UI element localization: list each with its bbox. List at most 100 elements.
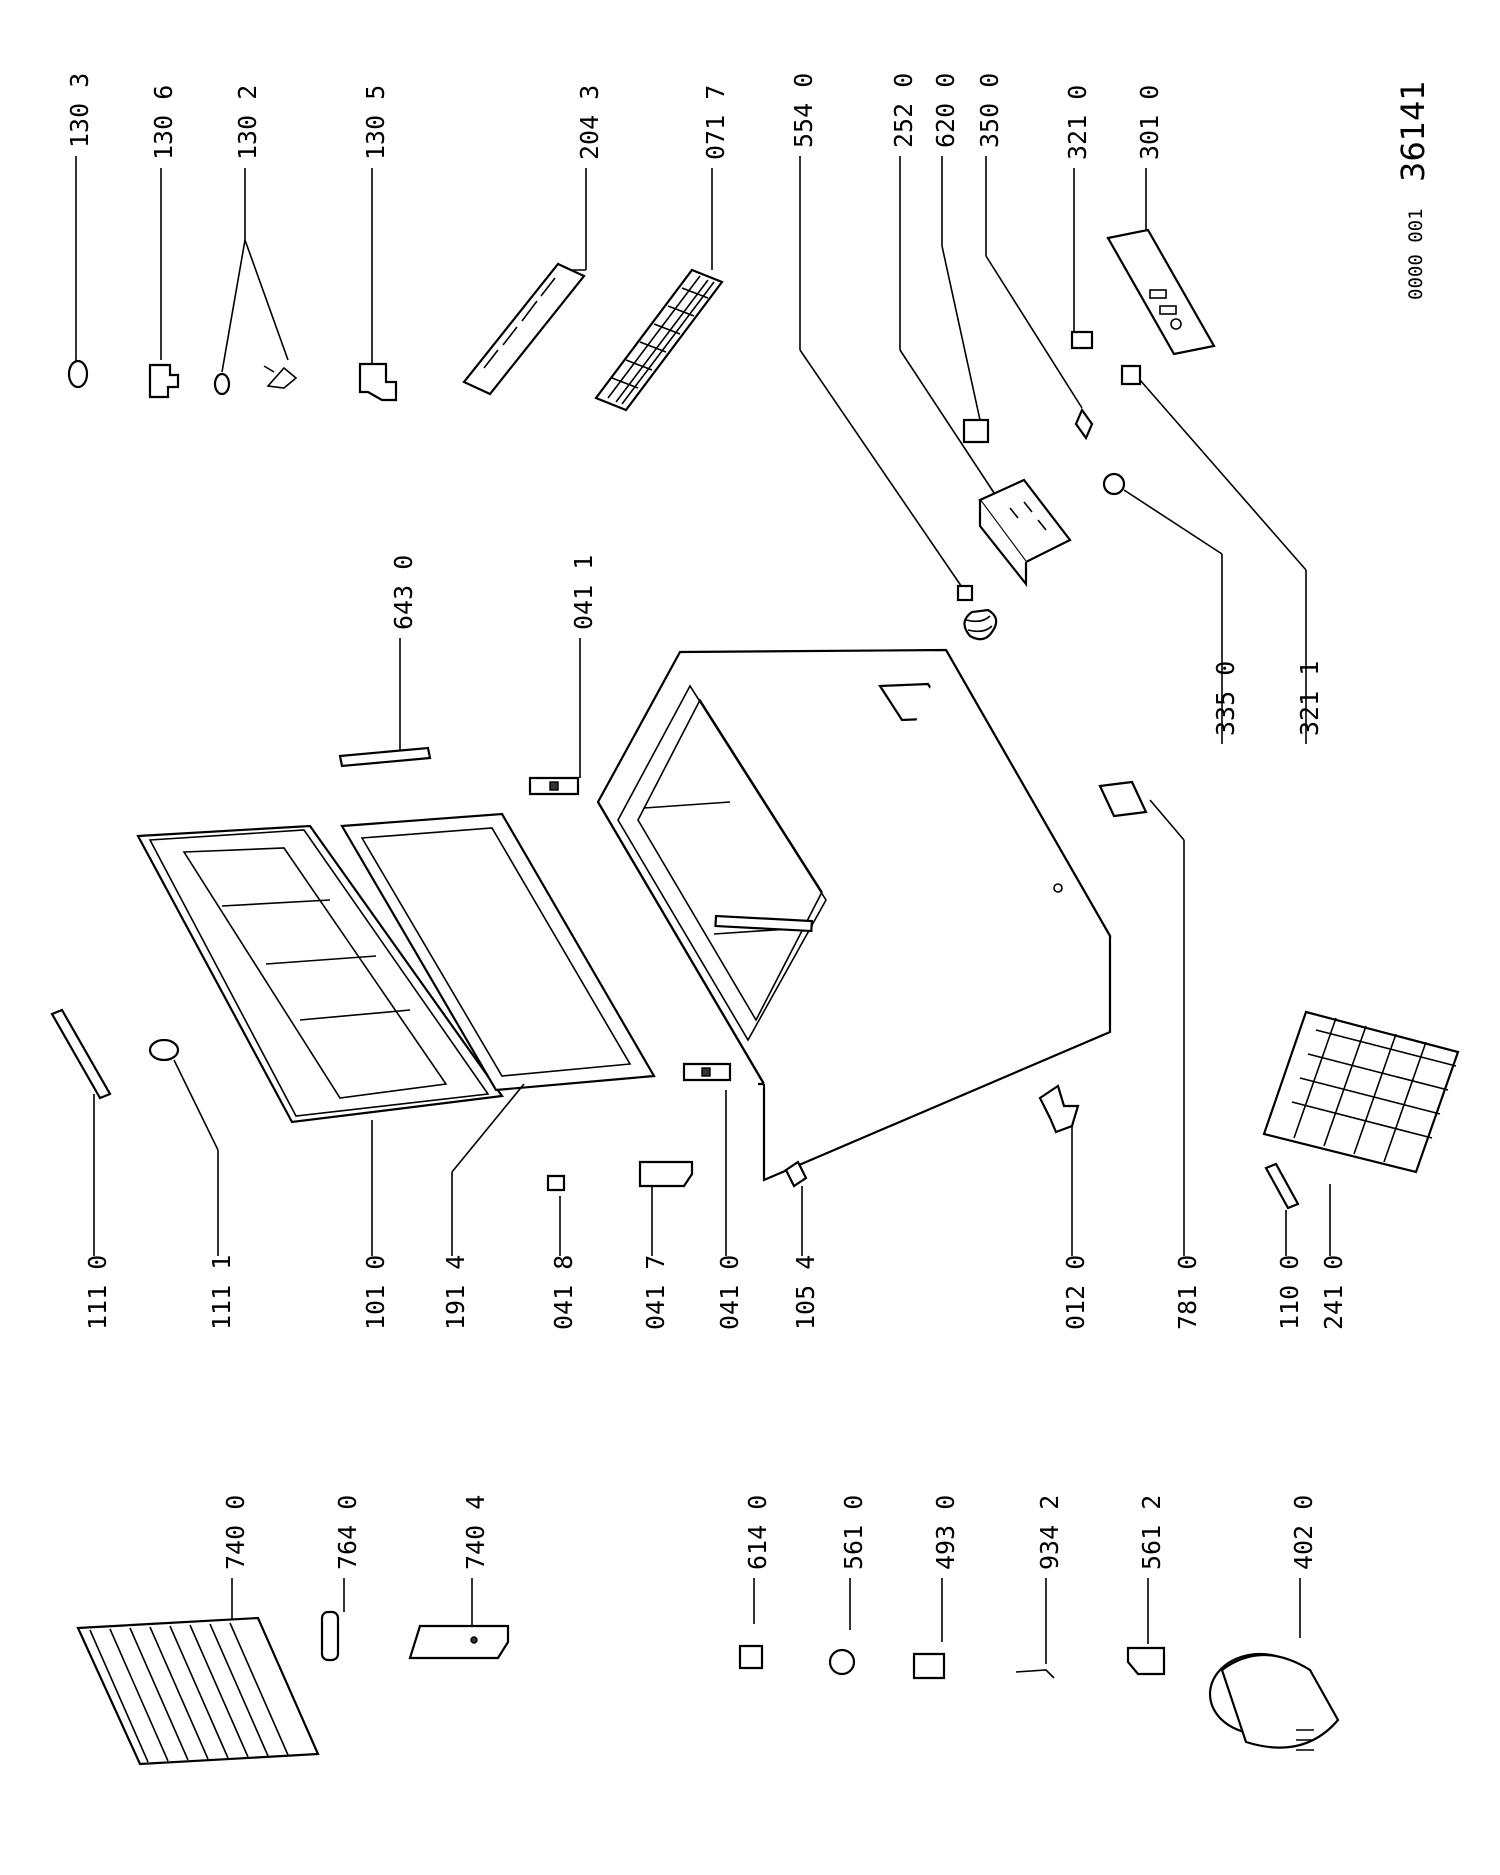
leader-line — [985, 255, 1083, 409]
lock-part-icon — [784, 1160, 808, 1188]
label-130-2: 130 2 — [233, 85, 262, 160]
leader-line — [173, 1059, 219, 1151]
lamp-part-icon — [1074, 407, 1094, 441]
label-554-0: 554 0 — [789, 73, 818, 148]
relay-box-side — [978, 500, 1028, 588]
part-204-3: 204 3 — [462, 85, 604, 396]
control-panel-button — [1159, 305, 1177, 315]
switch-cover-part-icon — [1120, 364, 1142, 386]
label-764-0: 764 0 — [333, 1495, 362, 1570]
leader-line — [899, 349, 1005, 509]
part-321-1: 321 1 — [1120, 364, 1324, 744]
part-740-4: 740 4 — [408, 1495, 510, 1660]
gasket-assembly — [340, 812, 656, 1092]
leader-line — [1149, 799, 1185, 841]
basket-handle-part-icon — [1264, 1162, 1300, 1210]
part-130-2: 130 2 — [213, 85, 298, 396]
coil-spring-part-icon — [963, 608, 998, 641]
compressor-pipes — [1296, 1729, 1314, 1751]
label-241-0: 241 0 — [1319, 1255, 1348, 1330]
screw-part-icon — [213, 372, 231, 396]
coil-spring-turns — [965, 615, 993, 633]
label-614-0: 614 0 — [743, 1495, 772, 1570]
part-301-0: 301 0 — [1106, 85, 1216, 356]
handle-strip-part-icon — [338, 746, 432, 768]
leader-line — [941, 245, 981, 421]
label-041-0: 041 0 — [715, 1255, 744, 1330]
cabinet-opening-inner — [637, 698, 823, 1022]
part-191-4: 191 4 — [441, 1083, 525, 1330]
label-934-2: 934 2 — [1035, 1495, 1064, 1570]
part-012-0: 012 0 — [1038, 1084, 1090, 1330]
label-252-0: 252 0 — [889, 73, 918, 148]
label-101-0: 101 0 — [361, 1255, 390, 1330]
cabinet-screw-hole — [1053, 883, 1063, 893]
part-614-0: 614 0 — [738, 1495, 772, 1670]
spring-part-icon — [263, 365, 298, 389]
label-071-7: 071 7 — [701, 85, 730, 160]
hinge-pin-part-icon — [546, 1174, 566, 1192]
condenser-coil-tubes — [89, 1622, 289, 1763]
hinge-part-icon — [148, 363, 180, 399]
label-301-0: 301 0 — [1135, 85, 1164, 160]
part-111-1: 111 1 — [148, 1038, 236, 1330]
thermostat-bracket-part-icon — [1126, 1646, 1166, 1676]
terminal-block-part-icon — [912, 1652, 946, 1680]
label-493-0: 493 0 — [931, 1495, 960, 1570]
wire-basket-wires — [1291, 1029, 1457, 1139]
part-335-0: 335 0 — [1102, 472, 1240, 744]
thermal-protector-part-icon — [962, 418, 990, 444]
part-350-0: 350 0 — [975, 73, 1094, 441]
label-105-4: 105 4 — [791, 1255, 820, 1330]
part-130-6: 130 6 — [148, 85, 180, 399]
part-111-0: 111 0 — [50, 1008, 112, 1330]
freezer-lid-inner-panel — [182, 847, 448, 1099]
label-350-0: 350 0 — [975, 73, 1004, 148]
relay-box-part-icon — [978, 478, 1072, 564]
cabinet-opening — [617, 684, 827, 1042]
control-panel-part-icon — [1106, 228, 1216, 356]
hinge-bracket-hole — [549, 781, 559, 791]
leader-line-a — [221, 239, 246, 373]
part-071-7: 071 7 — [594, 85, 730, 412]
label-204-3: 204 3 — [575, 85, 604, 160]
label-111-0: 111 0 — [83, 1255, 112, 1330]
part-105-4: 105 4 — [784, 1160, 820, 1330]
leader-line-b — [244, 239, 289, 361]
label-130-6: 130 6 — [149, 85, 178, 160]
part-764-0: 764 0 — [320, 1495, 362, 1662]
cabinet-body-outline — [762, 649, 1112, 1182]
grille-mesh-lines — [607, 275, 715, 405]
label-643-0: 643 0 — [389, 555, 418, 630]
label-130-3: 130 3 — [65, 73, 94, 148]
mounting-bracket-part-icon — [408, 1624, 510, 1660]
part-493-0: 493 0 — [912, 1495, 960, 1680]
control-panel-button — [1149, 289, 1167, 299]
label-321-1: 321 1 — [1295, 661, 1324, 736]
label-740-0: 740 0 — [221, 1495, 250, 1570]
control-panel-knob — [1170, 318, 1182, 330]
label-335-0: 335 0 — [1211, 661, 1240, 736]
part-241-0: 241 0 — [1262, 1010, 1460, 1330]
part-561-2: 561 2 — [1126, 1495, 1166, 1676]
drier-filter-part-icon — [320, 1610, 340, 1662]
lid-panel-part-icon — [462, 262, 586, 396]
label-781-0: 781 0 — [1173, 1255, 1202, 1330]
wire-basket-wires-cross — [1293, 1017, 1427, 1163]
part-781-0: 781 0 — [1098, 780, 1202, 1330]
grille-mesh-cross — [611, 287, 709, 389]
freezer-lid-icon — [136, 824, 504, 1124]
label-740-4: 740 4 — [461, 1495, 490, 1570]
lid-gasket-icon — [340, 812, 656, 1092]
grille-part-icon — [594, 268, 724, 412]
clip-part-icon — [67, 359, 89, 389]
hinge-bracket-hole — [701, 1067, 711, 1077]
lid-assembly — [136, 824, 504, 1124]
part-321-0: 321 0 — [1063, 85, 1094, 350]
lid-gasket-inner — [360, 827, 632, 1077]
label-041-8: 041 8 — [549, 1255, 578, 1330]
hinge-cover-part-icon — [638, 1160, 694, 1188]
label-191-4: 191 4 — [441, 1255, 470, 1330]
